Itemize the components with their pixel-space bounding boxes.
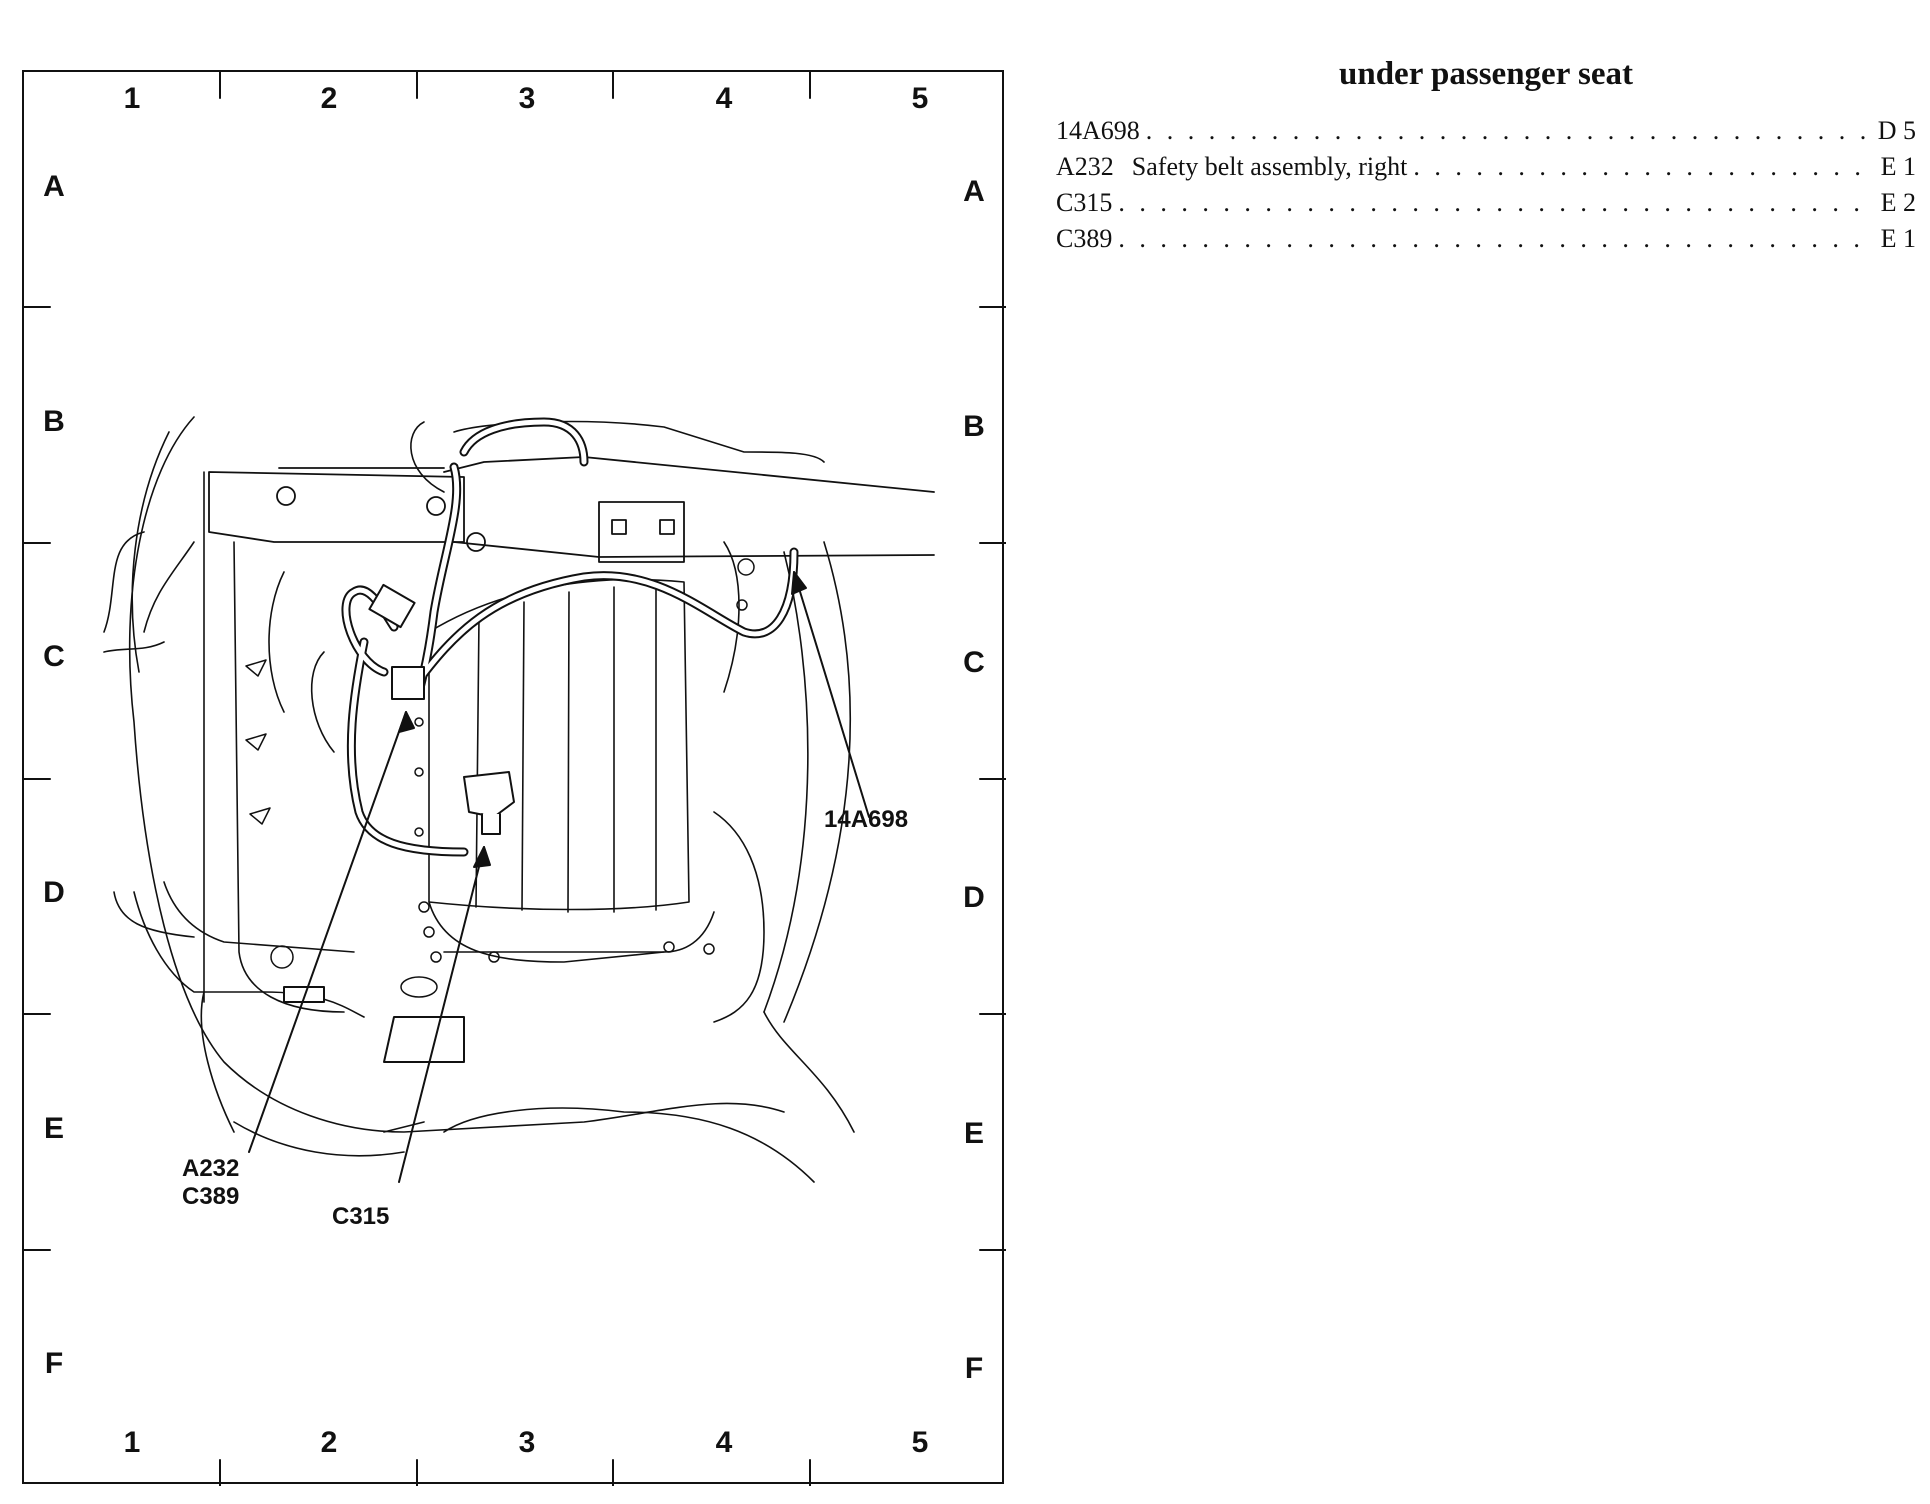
column-label-bottom-3: 3 xyxy=(518,1426,536,1459)
legend-row-c389: C389 E 1 xyxy=(1056,221,1916,257)
legend-location: E 1 xyxy=(1880,152,1916,181)
row-label-left-e: E xyxy=(43,1112,64,1145)
legend-description: Safety belt assembly, right xyxy=(1131,152,1408,181)
legend-code: 14A698 xyxy=(1056,116,1140,145)
seat-drawing xyxy=(24,72,1006,1486)
row-label-left-f: F xyxy=(44,1347,64,1380)
column-label-bottom-1: 1 xyxy=(123,1426,141,1459)
callout-14a698: 14A698 xyxy=(824,806,909,833)
locator-diagram: 1 2 3 4 5 1 2 3 4 5 A B C D E F A B C D … xyxy=(22,70,1006,1486)
column-label-top-1: 1 xyxy=(123,82,141,115)
seat-frame xyxy=(103,416,855,1183)
row-label-right-b: B xyxy=(963,410,985,443)
cushion-panel xyxy=(428,578,690,963)
grid-ticks xyxy=(24,72,1006,1486)
column-label-top-3: 3 xyxy=(518,82,536,115)
wiring-harness xyxy=(341,417,799,857)
column-label-top-4: 4 xyxy=(715,82,733,115)
leader-dots xyxy=(1146,113,1872,149)
leader-dots xyxy=(1118,185,1874,221)
wiring-harness-core xyxy=(343,419,797,855)
legend-row-14a698: 14A698 D 5 xyxy=(1056,113,1916,149)
row-label-right-f: F xyxy=(964,1352,984,1385)
leader-dots xyxy=(1413,149,1874,185)
callout-c389: C389 xyxy=(182,1183,240,1210)
legend-code: C389 xyxy=(1056,224,1113,253)
component-legend: under passenger seat 14A698 D 5 A232 Saf… xyxy=(1056,56,1916,257)
legend-code: A232 xyxy=(1056,152,1114,181)
callout-a232: A232 xyxy=(182,1155,240,1182)
row-label-left-d: D xyxy=(43,876,65,909)
fasteners xyxy=(245,558,755,998)
row-label-right-d: D xyxy=(963,881,985,914)
leader-lines xyxy=(248,571,870,1183)
leader-dots xyxy=(1118,221,1874,257)
column-label-bottom-4: 4 xyxy=(715,1426,733,1459)
row-label-left-c: C xyxy=(43,640,65,673)
row-label-left-b: B xyxy=(43,405,65,438)
legend-location: D 5 xyxy=(1877,116,1916,145)
column-label-top-2: 2 xyxy=(320,82,338,115)
connectors xyxy=(283,583,515,1063)
row-label-right-e: E xyxy=(963,1117,984,1150)
column-label-top-5: 5 xyxy=(911,82,929,115)
legend-code: C315 xyxy=(1056,188,1113,217)
legend-location: E 1 xyxy=(1880,224,1916,253)
row-label-left-a: A xyxy=(43,170,65,203)
cross-member xyxy=(208,456,935,563)
row-label-right-a: A xyxy=(963,175,985,208)
column-label-bottom-5: 5 xyxy=(911,1426,929,1459)
legend-row-c315: C315 E 2 xyxy=(1056,185,1916,221)
legend-row-a232: A232 Safety belt assembly, right E 1 xyxy=(1056,149,1916,185)
row-label-right-c: C xyxy=(963,646,985,679)
callout-c315: C315 xyxy=(332,1203,390,1230)
column-label-bottom-2: 2 xyxy=(320,1426,338,1459)
legend-location: E 2 xyxy=(1880,188,1916,217)
legend-title: under passenger seat xyxy=(1339,56,1633,92)
